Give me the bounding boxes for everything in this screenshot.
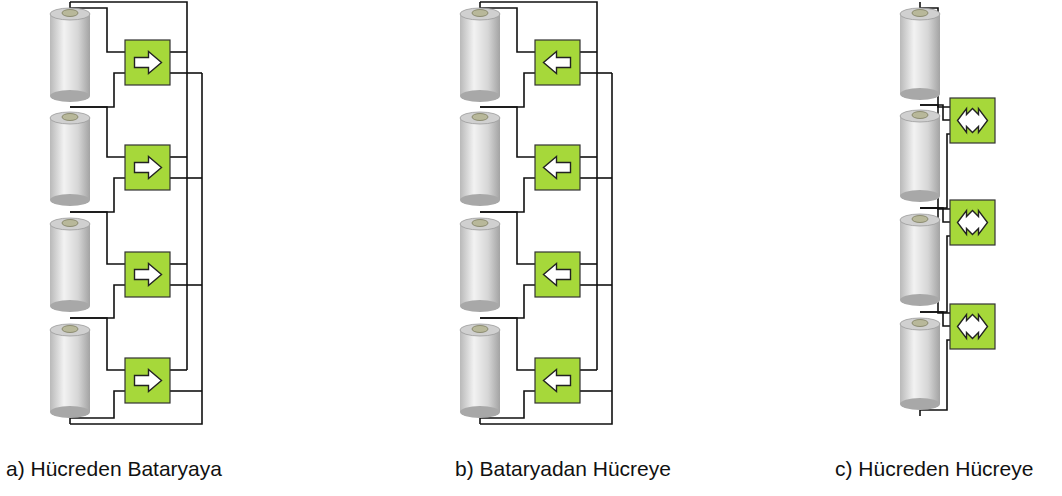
battery-cell [50, 324, 90, 418]
wire [69, 418, 71, 424]
direction-symbol [544, 370, 571, 392]
wire [170, 156, 187, 158]
battery-cell [50, 8, 90, 102]
direction-symbol [135, 264, 162, 286]
battery-cell [460, 112, 500, 206]
caption-label: c) Hücreden Hücreye [835, 456, 1033, 481]
direction-symbol [958, 109, 988, 133]
wire [580, 284, 612, 286]
wires [70, 2, 950, 424]
converter-box [535, 40, 580, 85]
direction-symbol [135, 370, 162, 392]
wire [580, 72, 612, 74]
battery-cell [50, 112, 90, 206]
wire [170, 51, 187, 53]
wire [170, 72, 202, 74]
wire [580, 156, 597, 158]
battery-cell [900, 318, 940, 410]
direction-symbol [544, 264, 571, 286]
converter-box [535, 252, 580, 297]
converter-box [950, 200, 995, 245]
wire [580, 390, 612, 392]
battery-cell [50, 218, 90, 312]
caption-label: b) Bataryadan Hücreye [455, 456, 671, 481]
converter-box [535, 358, 580, 403]
wire [69, 2, 71, 8]
wire [580, 51, 597, 53]
wire [479, 2, 481, 8]
direction-symbol [544, 52, 571, 74]
converter-box [125, 145, 170, 190]
wire [580, 369, 597, 371]
wire [580, 263, 597, 265]
direction-symbol [135, 52, 162, 74]
converter-box [535, 145, 580, 190]
wire [170, 263, 187, 265]
battery-cell [900, 214, 940, 306]
battery-cell [900, 110, 940, 202]
battery-cell [460, 218, 500, 312]
converter-box [125, 40, 170, 85]
battery-cell [460, 8, 500, 102]
components [50, 8, 995, 418]
caption-label: a) Hücreden Bataryaya [6, 456, 222, 481]
battery-cell [900, 8, 940, 100]
converter-box [125, 252, 170, 297]
direction-symbol [958, 211, 988, 235]
wire [170, 177, 202, 179]
wire [479, 418, 481, 424]
wire [919, 2, 921, 8]
converter-box [950, 304, 995, 349]
wire [919, 410, 921, 416]
battery-cell [460, 324, 500, 418]
converter-box [125, 358, 170, 403]
direction-symbol [958, 315, 988, 339]
wire [170, 284, 202, 286]
wire [170, 369, 187, 371]
converter-box [950, 98, 995, 143]
wire [170, 390, 202, 392]
direction-symbol [135, 157, 162, 179]
direction-symbol [544, 157, 571, 179]
wire [580, 177, 612, 179]
